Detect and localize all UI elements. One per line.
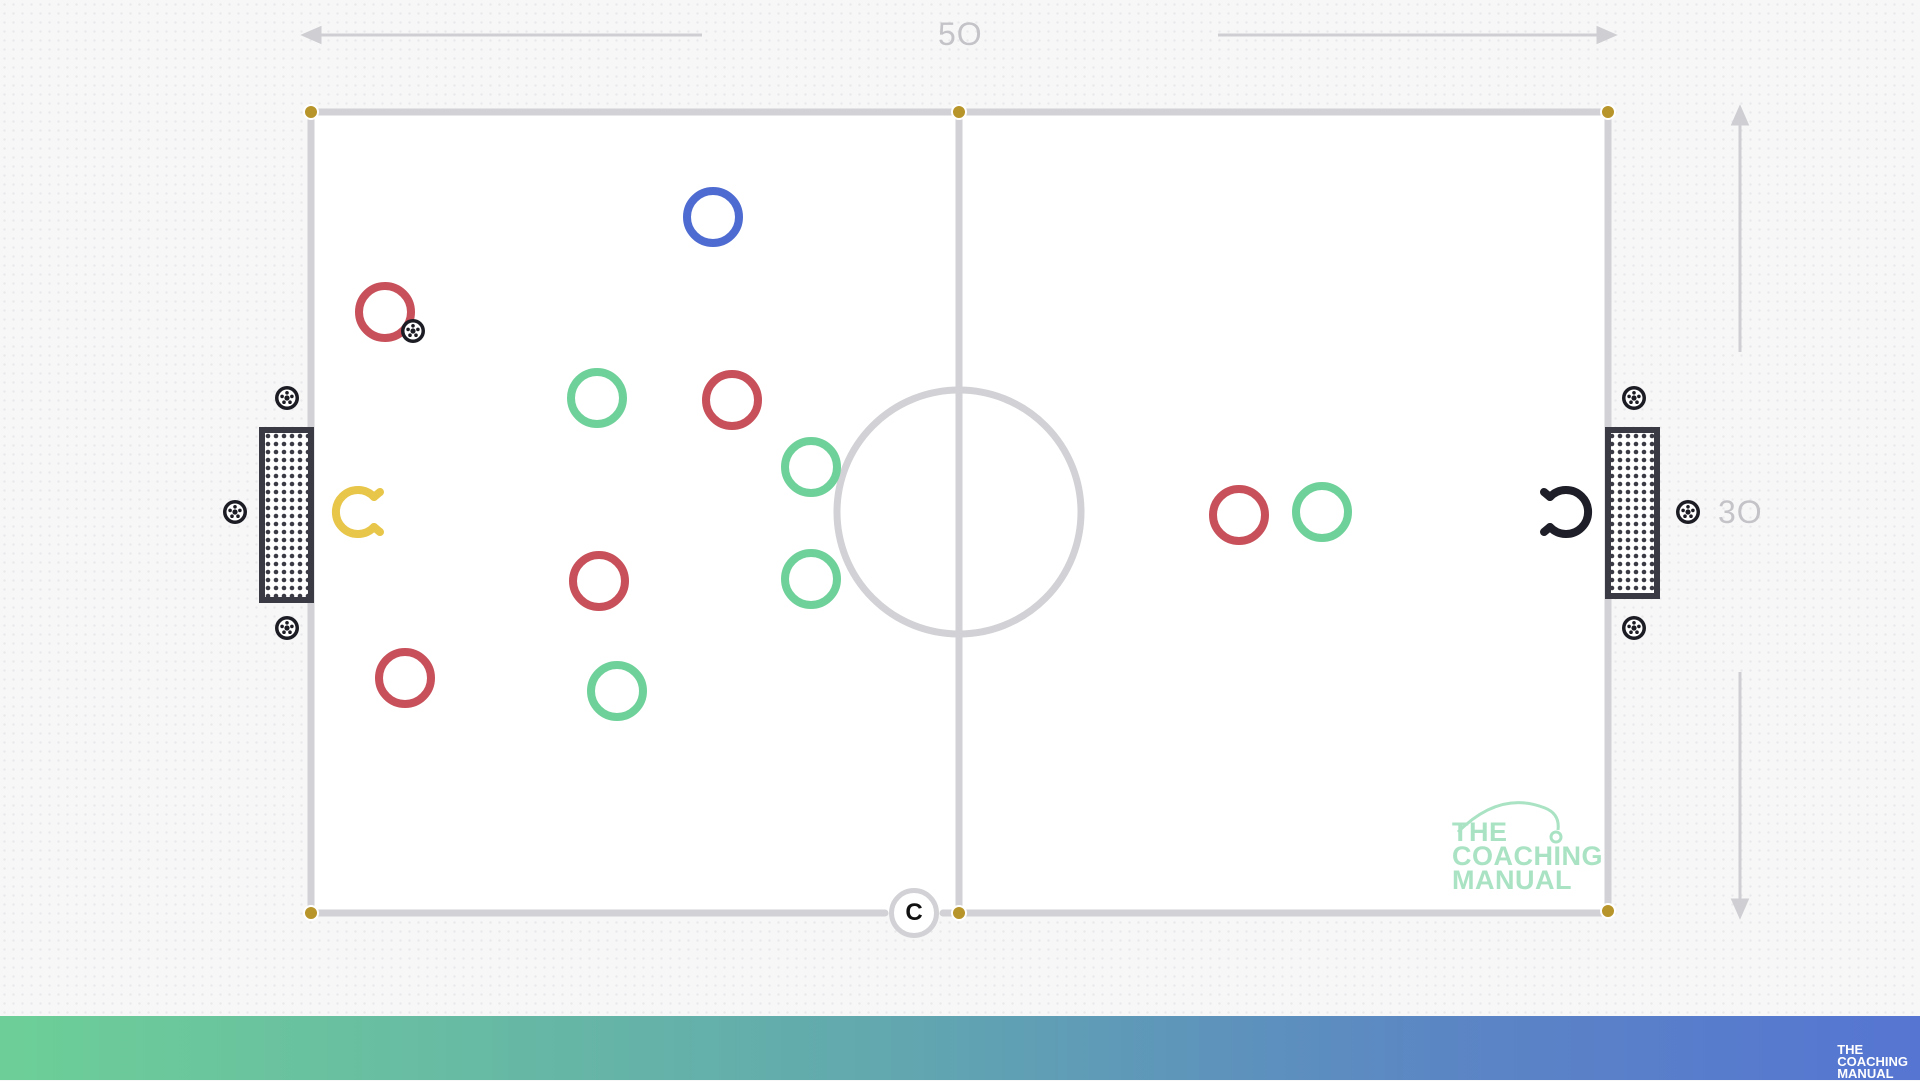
- pitch-diagram: [223, 25, 1750, 921]
- watermark-line: MANUAL: [1452, 865, 1572, 895]
- red-player: [375, 648, 435, 708]
- red-player: [569, 551, 629, 611]
- footer-logo-line: MANUAL: [1837, 1066, 1894, 1081]
- goalkeeper-yellow: [331, 486, 384, 538]
- green-player: [567, 368, 627, 428]
- coaching-manual-logo: [1456, 801, 1563, 844]
- cone-icon: [1600, 903, 1616, 919]
- soccer-ball-icon: [1622, 386, 1646, 410]
- footer-logo-line: THE: [1837, 1042, 1864, 1057]
- cone-icon: [303, 104, 319, 120]
- goal-net-icon: [259, 427, 314, 603]
- watermark-logo: THE COACHING MANUAL: [1452, 817, 1603, 895]
- watermark-line: COACHING: [1452, 841, 1603, 871]
- coach-marker-label: C: [905, 899, 923, 926]
- red-player: [355, 282, 415, 342]
- red-player: [1209, 485, 1269, 545]
- green-team: [567, 368, 1352, 721]
- width-dimension-arrow: [1730, 104, 1750, 920]
- coach-marker: C: [889, 888, 939, 938]
- goal-net-icon: [1605, 427, 1660, 599]
- green-player: [781, 549, 841, 609]
- soccer-ball-icon: [223, 500, 247, 524]
- cone-icon: [1600, 104, 1616, 120]
- soccer-ball-icon: [275, 386, 299, 410]
- soccer-ball-icon: [275, 616, 299, 640]
- red-player: [702, 370, 762, 430]
- cone-icon: [303, 905, 319, 921]
- cone-icon: [951, 905, 967, 921]
- soccer-ball-icon: [1676, 500, 1700, 524]
- corner-cones: [303, 104, 1616, 921]
- goalkeeper-dark: [1540, 486, 1593, 538]
- length-dimension-arrow: [300, 25, 1618, 45]
- cone-icon: [951, 104, 967, 120]
- footer-logo-line: COACHING: [1837, 1054, 1908, 1069]
- green-player: [781, 437, 841, 497]
- red-team: [355, 282, 1269, 708]
- watermark-line: THE: [1452, 817, 1508, 847]
- soccer-ball-icon: [401, 319, 425, 343]
- footer-bar: THE COACHING MANUAL: [0, 1016, 1920, 1080]
- soccer-ball-icon: [1622, 616, 1646, 640]
- footer-logo: THE COACHING MANUAL: [1837, 1042, 1908, 1081]
- green-player: [1292, 482, 1352, 542]
- green-player: [587, 661, 647, 721]
- width-dimension-label: 3O: [1718, 494, 1763, 530]
- length-dimension-label: 5O: [938, 16, 983, 52]
- blue-player: [683, 187, 743, 247]
